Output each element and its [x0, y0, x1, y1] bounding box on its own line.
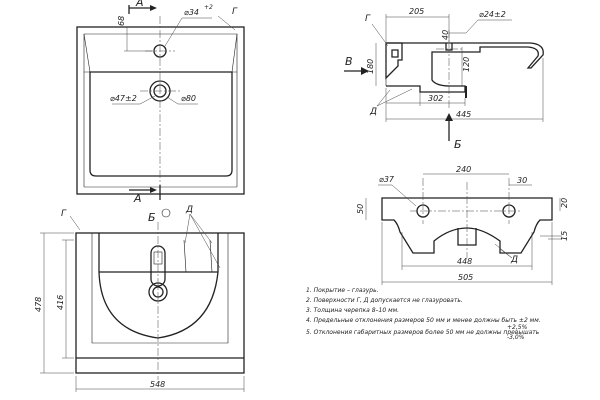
dim-240: 240: [456, 165, 471, 174]
side-back-hole: [391, 49, 399, 58]
dim-478: 478: [34, 297, 43, 312]
front-section: Б Г Д 478 416 548: [34, 205, 245, 392]
front-inner-wall: [91, 233, 229, 344]
dim-448: 448: [457, 257, 472, 266]
dim-drain-47: ⌀47±2: [110, 94, 137, 103]
top-outer-outline: [76, 26, 245, 195]
surface-label-g: Г: [61, 209, 67, 219]
leader: [371, 23, 389, 47]
tolerance-upper: +2,5%: [507, 324, 528, 331]
surface-label-g: Г: [232, 7, 238, 17]
notes-block: 1. Покрытие – глазурь. 2. Поверхности Г,…: [306, 287, 541, 341]
dim-120: 120: [462, 57, 471, 72]
side-profile: [386, 42, 544, 93]
view-label-b-cyr: Б: [454, 138, 462, 151]
dim-30: 30: [517, 176, 527, 185]
dim-hole-37: ⌀37: [379, 175, 395, 184]
view-marker-b: Б: [148, 211, 156, 224]
leader: [164, 17, 183, 47]
dim-hole-34-tol: +2: [204, 4, 213, 11]
leader: [189, 213, 221, 269]
section-arrow: [150, 5, 157, 11]
dim-445: 445: [456, 110, 471, 119]
note-3: 3. Толщина черепка 8–10 мм.: [306, 307, 399, 314]
leader: [465, 19, 479, 34]
surface-label-d: Д: [185, 205, 193, 215]
leader: [376, 89, 391, 107]
leader: [166, 96, 179, 105]
dim-548: 548: [150, 380, 165, 389]
view-marker-ring: [161, 208, 171, 218]
dim-68: 68: [117, 16, 126, 26]
dim-40: 40: [441, 30, 450, 40]
leader: [391, 184, 417, 207]
note-4: 4. Предельные отклонения размеров 50 мм …: [306, 317, 541, 324]
dim-302: 302: [428, 94, 443, 103]
view-b: 240 30 ⌀37 50 20 15 448 505 Д: [356, 165, 569, 285]
front-outline: [75, 232, 245, 374]
surface-label-g: Г: [365, 14, 371, 24]
top-view: A A 68 ⌀34 +2 Г ⌀47±2 ⌀80: [76, 0, 245, 205]
top-bowl-outline: [89, 71, 233, 177]
side-drain-wall: [465, 86, 467, 98]
leader: [69, 215, 81, 231]
leader: [189, 213, 213, 244]
dim-505: 505: [458, 273, 473, 282]
note-5: 5. Отклонения габаритных размеров более …: [306, 329, 540, 336]
top-corner-line: [231, 33, 238, 73]
dim-15: 15: [560, 231, 569, 241]
dim-50: 50: [356, 204, 365, 214]
side-section: 205 40 ⌀24±2 120 180 302 445 Г Д B Б: [344, 7, 544, 151]
top-deck: [83, 33, 238, 73]
leader: [139, 95, 156, 105]
surface-label-d: Д: [510, 255, 518, 265]
note-1: 1. Покрытие – глазурь.: [306, 287, 379, 294]
dim-205: 205: [409, 7, 424, 16]
dim-hole-34: ⌀34: [184, 8, 199, 17]
tolerance-lower: -3,0%: [507, 334, 525, 341]
section-label-a: A: [135, 0, 144, 9]
front-edge: [209, 239, 213, 273]
dim-180: 180: [366, 59, 375, 74]
surface-label-d: Д: [369, 107, 377, 117]
dim-416: 416: [56, 295, 65, 310]
front-edge: [183, 239, 187, 273]
leader: [376, 88, 413, 107]
note-2: 2. Поверхности Г, Д допускается не глазу…: [306, 297, 463, 304]
top-corner-line: [83, 33, 91, 73]
dim-hole-24: ⌀24±2: [479, 10, 506, 19]
side-back-block: [385, 42, 403, 80]
dim-drain-80: ⌀80: [181, 94, 196, 103]
view-label-b: B: [345, 55, 353, 68]
view-arrow: [445, 113, 453, 121]
leader: [184, 213, 191, 244]
view-arrow: [361, 67, 369, 75]
section-arrow: [150, 187, 157, 193]
dim-20: 20: [560, 198, 569, 208]
leader: [499, 248, 513, 259]
section-label-a: A: [133, 192, 142, 205]
leader: [217, 15, 236, 31]
